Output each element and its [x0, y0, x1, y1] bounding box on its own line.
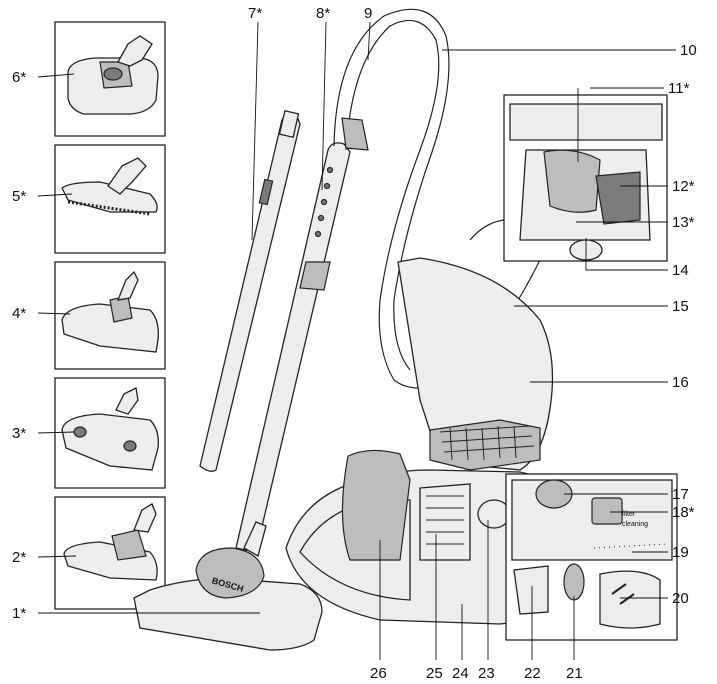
label-25: 25	[426, 665, 443, 682]
label-22: 22	[524, 665, 541, 682]
label-14: 14	[672, 262, 689, 279]
panel-text-cleaning: cleaning	[622, 521, 648, 528]
filter-grid	[439, 425, 535, 461]
label-3: 3*	[12, 425, 26, 442]
label-7: 7*	[248, 5, 262, 22]
accessory-2-floor-nozzle	[54, 496, 166, 610]
accessory-4-adjustable-nozzle	[54, 261, 166, 370]
extension-tube-7	[199, 109, 301, 472]
accessory-5-hard-floor-nozzle	[54, 144, 166, 254]
telescopic-tube-8	[235, 142, 351, 553]
label-23: 23	[478, 665, 495, 682]
label-15: 15	[672, 298, 689, 315]
label-11: 11*	[668, 80, 690, 97]
label-16: 16	[672, 374, 689, 391]
label-19: 19	[672, 544, 689, 561]
label-8: 8*	[316, 5, 330, 22]
label-18: 18*	[672, 504, 695, 521]
label-2: 2*	[12, 549, 26, 566]
label-20: 20	[672, 590, 689, 607]
label-21: 21	[566, 665, 583, 682]
panel-text-filter: filter	[622, 511, 636, 518]
label-13: 13*	[672, 214, 695, 231]
label-1: 1*	[12, 605, 26, 622]
label-12: 12*	[672, 178, 695, 195]
vacuum-body	[285, 257, 561, 625]
label-9: 9	[364, 5, 372, 22]
leader-lines	[37, 21, 676, 660]
inset-dust-container	[503, 94, 668, 262]
label-17: 17	[672, 486, 689, 503]
label-26: 26	[370, 665, 387, 682]
label-10: 10	[680, 42, 697, 59]
label-24: 24	[452, 665, 469, 682]
accessory-6-floor-nozzle	[54, 21, 166, 137]
universal-nozzle-1: BOSCH	[133, 521, 323, 651]
label-5: 5*	[12, 188, 26, 205]
inset-control-panel: filter cleaning	[505, 473, 678, 641]
label-6: 6*	[12, 69, 26, 86]
callout-labels: 6* 5* 4* 3* 2* 1* 7* 8* 9 10 11* 12* 13*…	[12, 5, 697, 682]
accessory-3-parquet-nozzle	[54, 377, 166, 489]
label-4: 4*	[12, 305, 26, 322]
